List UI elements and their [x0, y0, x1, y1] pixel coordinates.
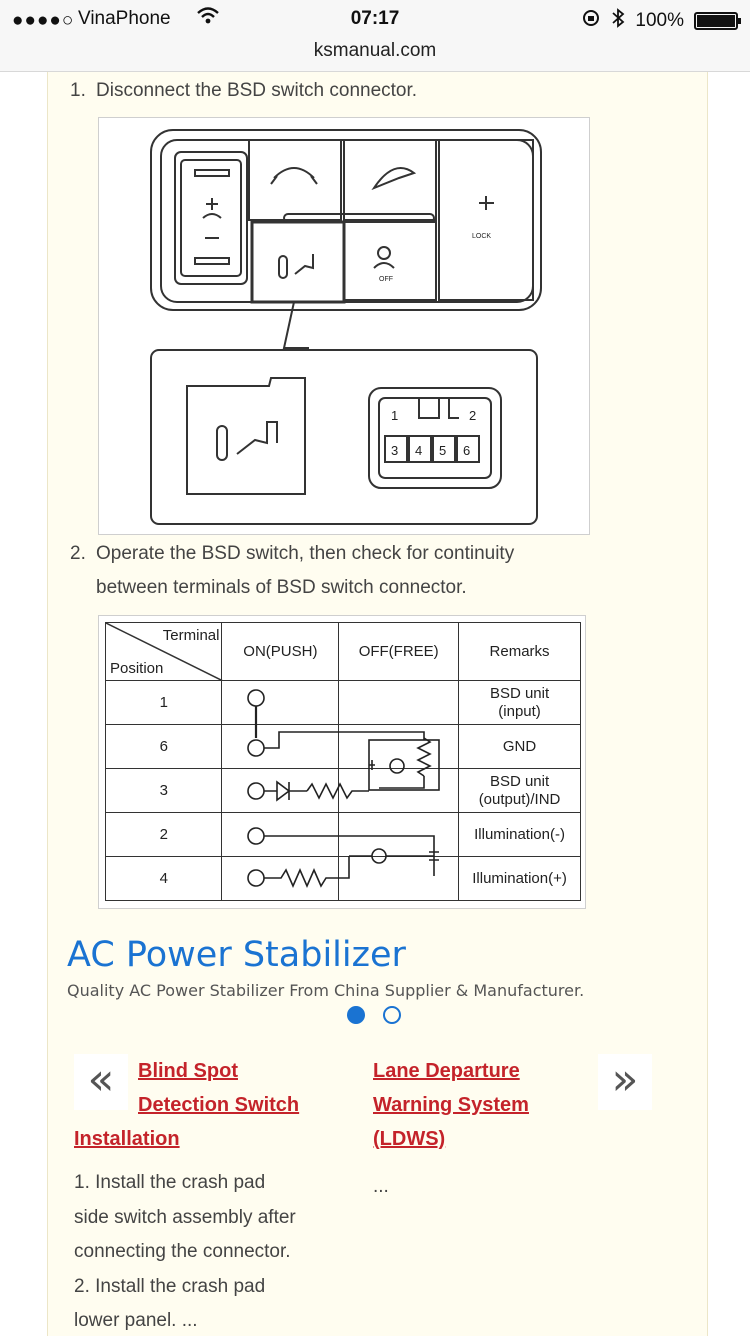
carrier-name: VinaPhone	[78, 8, 171, 29]
next-article-link[interactable]: Warning System	[373, 1094, 529, 1116]
table-row: 2 Illumination(-)	[104, 812, 581, 857]
pin-1-label: 1	[391, 408, 398, 423]
next-excerpt: ...	[373, 1176, 389, 1197]
pin-3-label: 3	[391, 443, 398, 458]
signal-strength: ●●●●○	[12, 10, 75, 31]
table-row: 1 BSD unit(input)	[104, 680, 581, 725]
remarks-cell: BSD unit(input)	[458, 680, 581, 725]
prev-arrow-button[interactable]: «	[74, 1054, 128, 1110]
prev-excerpt-line: 1. Install the crash pad	[74, 1172, 266, 1193]
continuity-table-figure: Terminal Position ON(PUSH) OFF(FREE) Rem…	[98, 615, 586, 909]
status-bar: ●●●●○ VinaPhone 07:17 100%	[0, 0, 750, 40]
step-number: 1.	[70, 80, 86, 101]
battery-percent: 100%	[635, 10, 684, 31]
remarks-cell: GND	[458, 724, 581, 769]
pin-4-label: 4	[415, 443, 422, 458]
carousel-dot-2[interactable]	[383, 1006, 401, 1024]
bluetooth-icon	[611, 8, 625, 34]
url-text[interactable]: ksmanual.com	[313, 40, 437, 61]
ad-title-link[interactable]: AC Power Stabilizer	[67, 935, 406, 975]
header-position: Position	[110, 660, 164, 677]
step-text-line2: between terminals of BSD switch connecto…	[96, 577, 467, 598]
prev-article-link[interactable]: Blind Spot	[138, 1060, 238, 1082]
step-2: 2. Operate the BSD switch, then check for…	[70, 537, 514, 571]
next-article-link[interactable]: Lane Departure	[373, 1060, 520, 1082]
prev-article-link[interactable]: Detection Switch	[138, 1094, 300, 1116]
step-1: 1. Disconnect the BSD switch connector.	[70, 74, 417, 108]
switch-panel-diagram: 1 2 3 4 5 6 LOCK OFF	[98, 117, 590, 535]
prev-excerpt-line: 2. Install the crash pad	[74, 1276, 266, 1297]
battery-icon	[694, 12, 741, 30]
clock: 07:17	[350, 8, 400, 29]
next-arrow-button[interactable]: »	[598, 1054, 652, 1110]
off-label: OFF	[379, 276, 393, 283]
remarks-cell: Illumination(-)	[458, 812, 581, 857]
column-header: OFF(FREE)	[338, 622, 460, 681]
table-corner-header: Terminal Position	[104, 622, 223, 681]
prev-article-link[interactable]: Installation	[74, 1128, 180, 1150]
circuit-overlay	[247, 689, 440, 888]
step-2-continuation: between terminals of BSD switch connecto…	[96, 571, 467, 605]
step-number: 2.	[70, 543, 86, 564]
next-article-link[interactable]: (LDWS)	[373, 1128, 446, 1150]
rotation-lock-icon	[581, 8, 601, 34]
carousel-dot-1[interactable]	[347, 1006, 365, 1024]
carousel-dots	[347, 1006, 401, 1024]
address-bar[interactable]: ksmanual.com	[0, 40, 750, 72]
header-terminal: Terminal	[162, 627, 220, 644]
step-text-line1: Operate the BSD switch, then check for c…	[96, 543, 515, 564]
prev-excerpt-line: side switch assembly after	[74, 1207, 296, 1228]
terminal-cell: 1	[104, 680, 223, 725]
prev-excerpt-line: lower panel. ...	[74, 1310, 198, 1331]
remarks-cell: Illumination(+)	[458, 856, 581, 901]
pin-6-label: 6	[463, 443, 470, 458]
switch-panel-drawing: 1 2 3 4 5 6 LOCK OFF	[150, 129, 542, 525]
lock-label: LOCK	[472, 233, 491, 240]
step-text: Disconnect the BSD switch connector.	[96, 80, 418, 101]
header-diagonal	[106, 623, 223, 681]
pin-2-label: 2	[469, 408, 476, 423]
table-row: 4 Illumination(+)	[104, 856, 581, 901]
prev-excerpt-line: connecting the connector.	[74, 1241, 291, 1262]
wifi-icon	[196, 4, 220, 34]
continuity-table: Terminal Position ON(PUSH) OFF(FREE) Rem…	[104, 622, 581, 901]
pin-5-label: 5	[439, 443, 446, 458]
ad-subtitle[interactable]: Quality AC Power Stabilizer From China S…	[67, 981, 585, 1000]
terminal-cell: 4	[104, 856, 223, 901]
column-header: Remarks	[458, 622, 581, 681]
